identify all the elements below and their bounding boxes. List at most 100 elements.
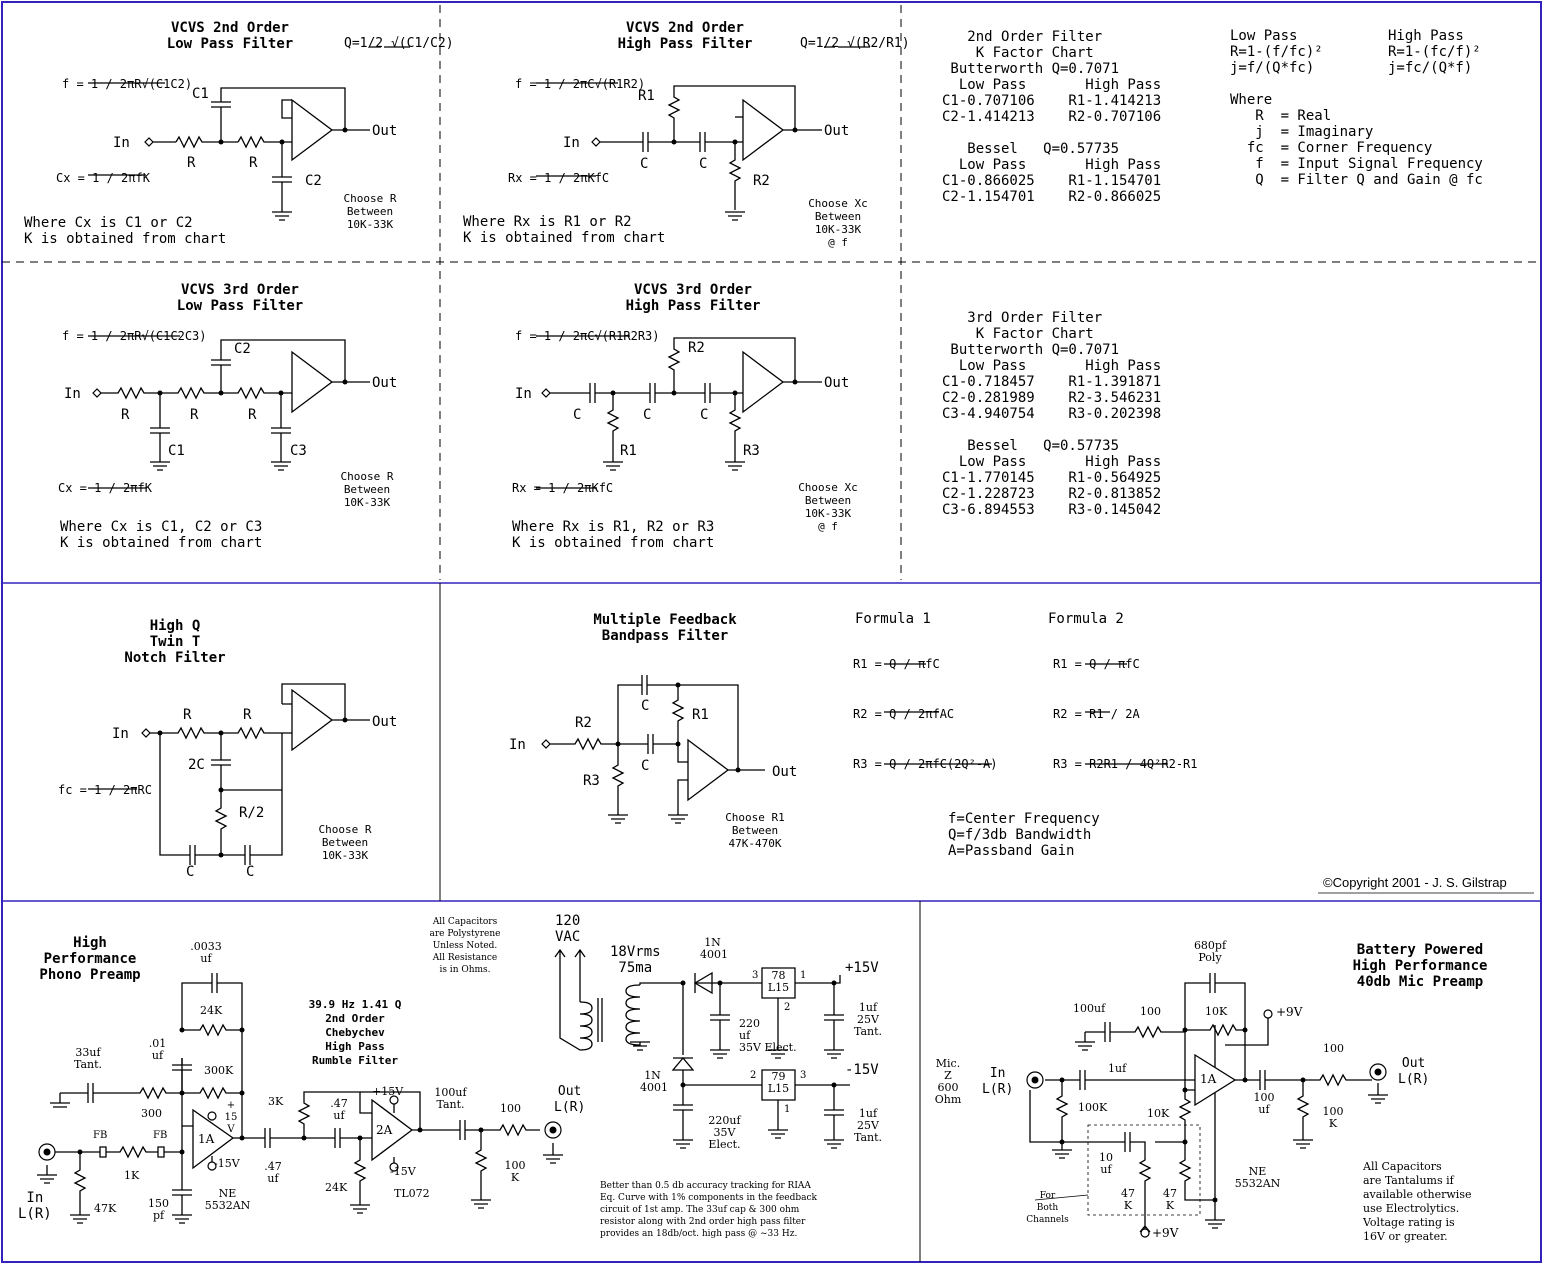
lp3-f-formula: f = 1 / 2πR√(C1C2C3) (62, 329, 207, 343)
notch-fc-formula: fc = 1 / 2πRC (58, 783, 152, 797)
hp3-choose-note: Choose Xc Between 10K-33K @ f (798, 481, 858, 533)
lp3-subtitle: Low Pass Filter (176, 298, 304, 314)
hp3-title: VCVS 3rd Order (633, 282, 752, 298)
hp2-title: VCVS 2nd Order (625, 20, 744, 36)
notch-choose-note: Choose R Between 10K-33K (318, 823, 372, 862)
lp3-circuit (97, 339, 370, 471)
mic-label-r100k2: 100 K (1322, 1105, 1344, 1130)
chart2-table: 2nd Order Filter K Factor Chart Butterwo… (942, 29, 1162, 205)
lp2-choose-note: Choose R Between 10K-33K (343, 192, 397, 231)
lp3-c2-label: C2 (234, 341, 251, 357)
hp2-f-formula: f = 1 / 2πC√(R1R2) (515, 77, 646, 91)
psu-label-reg2: 79 L15 (767, 1070, 790, 1095)
phono-label-opamp2: 2A (376, 1123, 393, 1137)
phono-label-opamp1: 1A (198, 1132, 215, 1146)
psu-label-pin3b: 3 (800, 1070, 807, 1081)
phono-label-c33: 33uf Tant. (73, 1046, 103, 1071)
mic-label-c100b: 100 uf (1253, 1091, 1275, 1116)
phono-label-r47k: 47K (94, 1202, 117, 1215)
copyright: ©Copyright 2001 - J. S. Gilstrap (1323, 875, 1507, 890)
formula2-r2: R2 = R1 / 2A (1053, 707, 1140, 721)
psu-label-minus15: -15V (845, 1062, 879, 1078)
formula2-r1: R1 = Q / πfC (1053, 657, 1140, 671)
mic-label-r10k: 10K (1147, 1107, 1170, 1120)
formula1-r1: R1 = Q / πfC (853, 657, 940, 671)
phono-title: High Performance Phono Preamp (39, 935, 141, 983)
hp3-c3-label: C (700, 407, 709, 423)
psu-circuit (554, 948, 850, 1149)
mic-label-ne: NE 5532AN (1234, 1165, 1281, 1190)
hp2-subtitle: High Pass Filter (617, 36, 753, 52)
hp3-rx-formula: Rx = 1 / 2πKfC (512, 481, 614, 495)
lp3-r3-label: R (248, 407, 257, 423)
psu-label-c220b: 220uf 35V Elect. (708, 1114, 741, 1151)
phono-label-r300k: 300K (204, 1064, 234, 1077)
hp3-in-label: In (515, 386, 532, 402)
phono-label-minus15: -15V (214, 1157, 240, 1170)
mic-label-in: In L(R) (982, 1066, 1014, 1097)
mfb-definitions: f=Center Frequency Q=f/3db Bandwidth A=P… (948, 811, 1100, 859)
formula1-heading: Formula 1 (855, 611, 931, 627)
phono-label-c150: 150 pf (148, 1197, 169, 1222)
psu-label-pin3: 3 (752, 970, 759, 981)
mic-label-r100b: 100 (1323, 1042, 1344, 1055)
hp3-where-note: Where Rx is R1, R2 or R3 K is obtained f… (512, 519, 715, 551)
hp2-c1-label: C (640, 156, 649, 172)
phono-label-in: In L(R) (18, 1190, 52, 1222)
psu-label-pin1: 1 (800, 970, 807, 981)
psu-label-plus15: +15V (845, 960, 879, 976)
lp3-r2-label: R (190, 407, 199, 423)
lp3-out-label: Out (372, 375, 398, 391)
hp3-subtitle: High Pass Filter (625, 298, 761, 314)
mic-label-c1uf: 1uf (1108, 1062, 1127, 1075)
psu-label-c1b: 1uf 25V Tant. (853, 1107, 883, 1144)
hp2-where-note: Where Rx is R1 or R2 K is obtained from … (463, 214, 666, 246)
mfb-c2-label: C (641, 758, 650, 774)
mic-label-r100a: 100 (1140, 1005, 1161, 1018)
psu-label-sec: 18Vrms 75ma (610, 944, 661, 976)
phono-label-c47a: .47 uf (264, 1160, 282, 1185)
lp2-in-label: In (113, 135, 130, 151)
mic-label-out: Out L(R) (1398, 1056, 1430, 1087)
formula2-r3: R3 = R2R1 / 4Q²R2-R1 (1053, 757, 1198, 771)
mic-label-p9: +9V (1276, 1005, 1303, 1019)
psu-label-c220a: 220 uf 35V Elect. (739, 1017, 797, 1054)
where-defs: Where R = Real j = Imaginary fc = Corner… (1230, 92, 1483, 188)
low-pass-def: Low Pass R=1-(f/fc)² j=f/(Q*fc) (1230, 28, 1323, 76)
mic-label-mic: Mic. Z 600 Ohm (934, 1057, 962, 1106)
formula1-r3: R3 = Q / 2πfC(2Q²-A) (853, 757, 998, 771)
mic-label-c100: 100uf (1073, 1002, 1106, 1015)
mic-label-r47b: 47 K (1163, 1187, 1177, 1212)
psu-label-vac: 120 VAC (555, 913, 581, 945)
rumble-title: 39.9 Hz 1.41 Q 2nd Order Chebychev High … (308, 998, 402, 1067)
hp2-in-label: In (563, 135, 580, 151)
phono-label-p15v: +15V (372, 1085, 404, 1098)
psu-note: Better than 0.5 db accuracy tracking for… (600, 1181, 817, 1239)
lp3-title: VCVS 3rd Order (180, 282, 299, 298)
phono-label-r24k-top: 24K (200, 1004, 223, 1017)
chart3-table: 3rd Order Filter K Factor Chart Butterwo… (942, 310, 1162, 518)
notch-r2-label: R (243, 707, 252, 723)
hp2-out-label: Out (824, 123, 850, 139)
hp3-out-label: Out (824, 375, 850, 391)
psu-label-reg1: 78 L15 (767, 969, 790, 994)
lp3-choose-note: Choose R Between 10K-33K (340, 470, 394, 509)
psu-label-d1: 1N 4001 (700, 936, 728, 961)
hp3-c1-label: C (573, 407, 582, 423)
phono-label-r1k: 1K (124, 1169, 140, 1182)
notch-2c-label: 2C (188, 757, 205, 773)
notch-title: High Q Twin T Notch Filter (124, 618, 226, 666)
hp3-c2-label: C (643, 407, 652, 423)
mfb-r3-label: R3 (583, 773, 600, 789)
lp2-where-note: Where Cx is C1 or C2 K is obtained from … (24, 215, 227, 247)
mic-label-c10: 10 uf (1099, 1151, 1113, 1176)
mic-label-r47a: 47 K (1121, 1187, 1135, 1212)
lp2-cx-formula: Cx = 1 / 2πfK (56, 171, 150, 185)
mfb-in-label: In (509, 737, 526, 753)
lp2-subtitle: Low Pass Filter (166, 36, 294, 52)
phono-label-c47b: .47 uf (330, 1097, 348, 1122)
notch-c2-label: C (246, 864, 255, 880)
notch-rhalf-label: R/2 (239, 805, 265, 821)
phono-label-c100: 100uf Tant. (434, 1086, 467, 1111)
